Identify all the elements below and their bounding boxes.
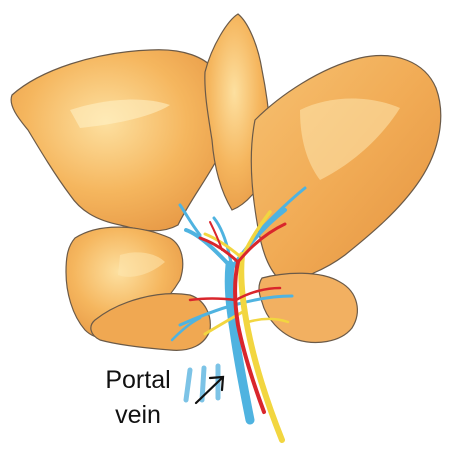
portal-vein-label-line-2: vein [83,403,193,428]
right-bottom-lobe [259,273,357,342]
right-lobe [251,56,440,282]
left-lobe [11,50,222,231]
portal-vein-label-line-1: Portal [83,368,193,393]
